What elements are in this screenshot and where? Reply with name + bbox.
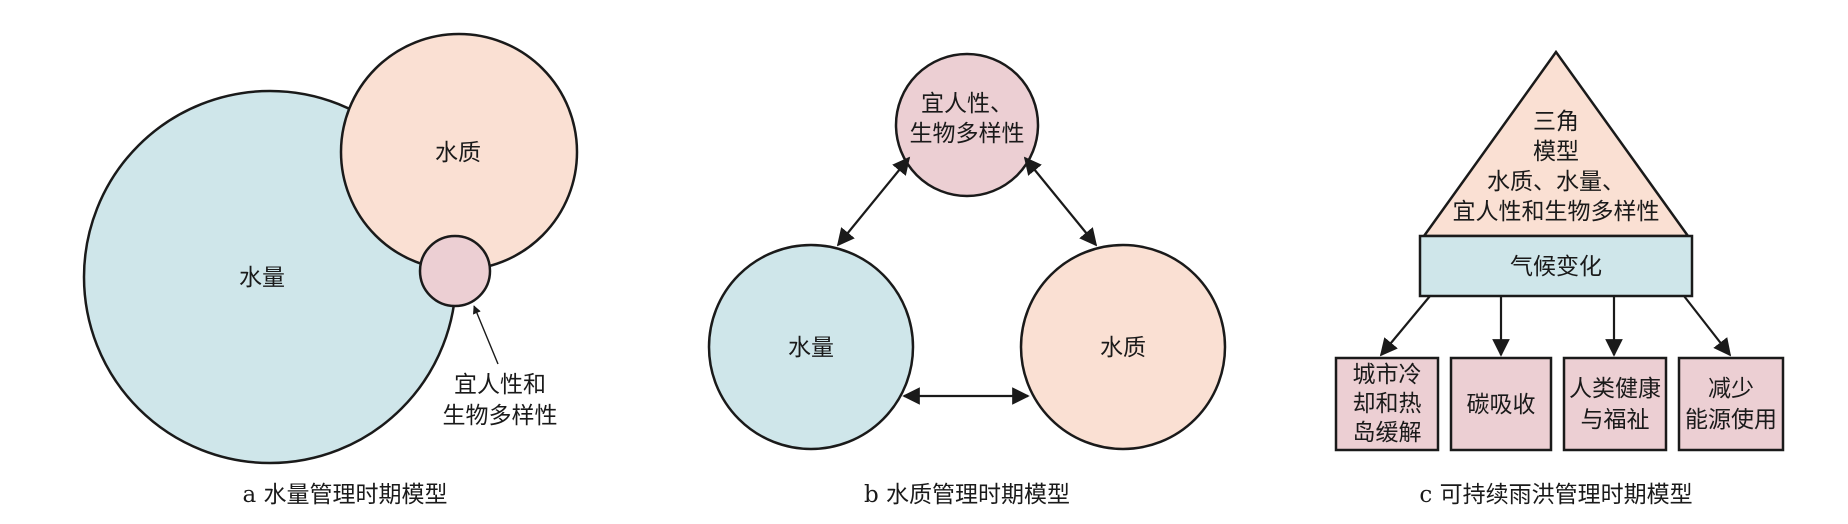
amenity-label-line2: 生物多样性 <box>443 403 558 429</box>
arrow-top-right <box>1023 156 1098 247</box>
box-carbon-absorption <box>1449 356 1553 452</box>
triangle-line1: 三角 <box>1533 109 1579 135</box>
panel-b: 宜人性、 生物多样性 水量 水质 b 水质管理时期模型 <box>707 52 1227 508</box>
amenity-pointer-arrow <box>473 305 499 365</box>
box-urban-cooling-line1: 城市冷 <box>1353 362 1422 388</box>
box-urban-cooling-line2: 却和热 <box>1353 391 1422 417</box>
panel-c: 三角 模型 水质、水量、 宜人性和生物多样性 气候变化 城市冷 却和热 岛缓解 … <box>1334 49 1785 508</box>
caption-b: b 水质管理时期模型 <box>864 482 1070 508</box>
box-carbon-absorption-label: 碳吸收 <box>1467 392 1536 418</box>
water-quality-circle-b <box>1019 243 1227 451</box>
box-urban-cooling <box>1334 356 1440 452</box>
box-energy-reduction <box>1677 356 1785 452</box>
amenity-biodiversity-circle <box>894 52 1040 198</box>
climate-change-bar <box>1418 234 1694 298</box>
arrow-to-box4 <box>1683 295 1732 357</box>
water-quantity-circle-b <box>707 243 915 451</box>
triangle-line3: 水质、水量、 <box>1487 169 1625 195</box>
box-energy-reduction-line1: 减少 <box>1708 376 1754 402</box>
arrow-to-box1 <box>1379 295 1431 357</box>
caption-c: c 可持续雨洪管理时期模型 <box>1419 482 1692 508</box>
amenity-circle <box>418 234 492 308</box>
climate-change-label: 气候变化 <box>1510 254 1602 280</box>
triangle-line4: 宜人性和生物多样性 <box>1453 199 1660 225</box>
panel-a: 水量 水质 宜人性和 生物多样性 a 水量管理时期模型 <box>82 32 579 508</box>
box-human-health-line1: 人类健康 <box>1569 376 1661 402</box>
box-human-health <box>1562 356 1668 452</box>
water-quality-label-b: 水质 <box>1100 335 1146 361</box>
amenity-biodiversity-line1: 宜人性、 <box>921 91 1013 117</box>
triangle-line2: 模型 <box>1533 139 1579 165</box>
water-quality-label: 水质 <box>435 140 481 166</box>
box-human-health-line2: 与福祉 <box>1581 407 1650 433</box>
arrow-top-left <box>836 156 911 247</box>
caption-a: a 水量管理时期模型 <box>242 482 447 508</box>
amenity-biodiversity-line2: 生物多样性 <box>910 121 1025 147</box>
water-quantity-label: 水量 <box>239 265 285 291</box>
box-energy-reduction-line2: 能源使用 <box>1685 407 1777 433</box>
amenity-label-line1: 宜人性和 <box>454 372 546 398</box>
box-urban-cooling-line3: 岛缓解 <box>1353 420 1422 446</box>
water-quantity-label-b: 水量 <box>788 335 834 361</box>
